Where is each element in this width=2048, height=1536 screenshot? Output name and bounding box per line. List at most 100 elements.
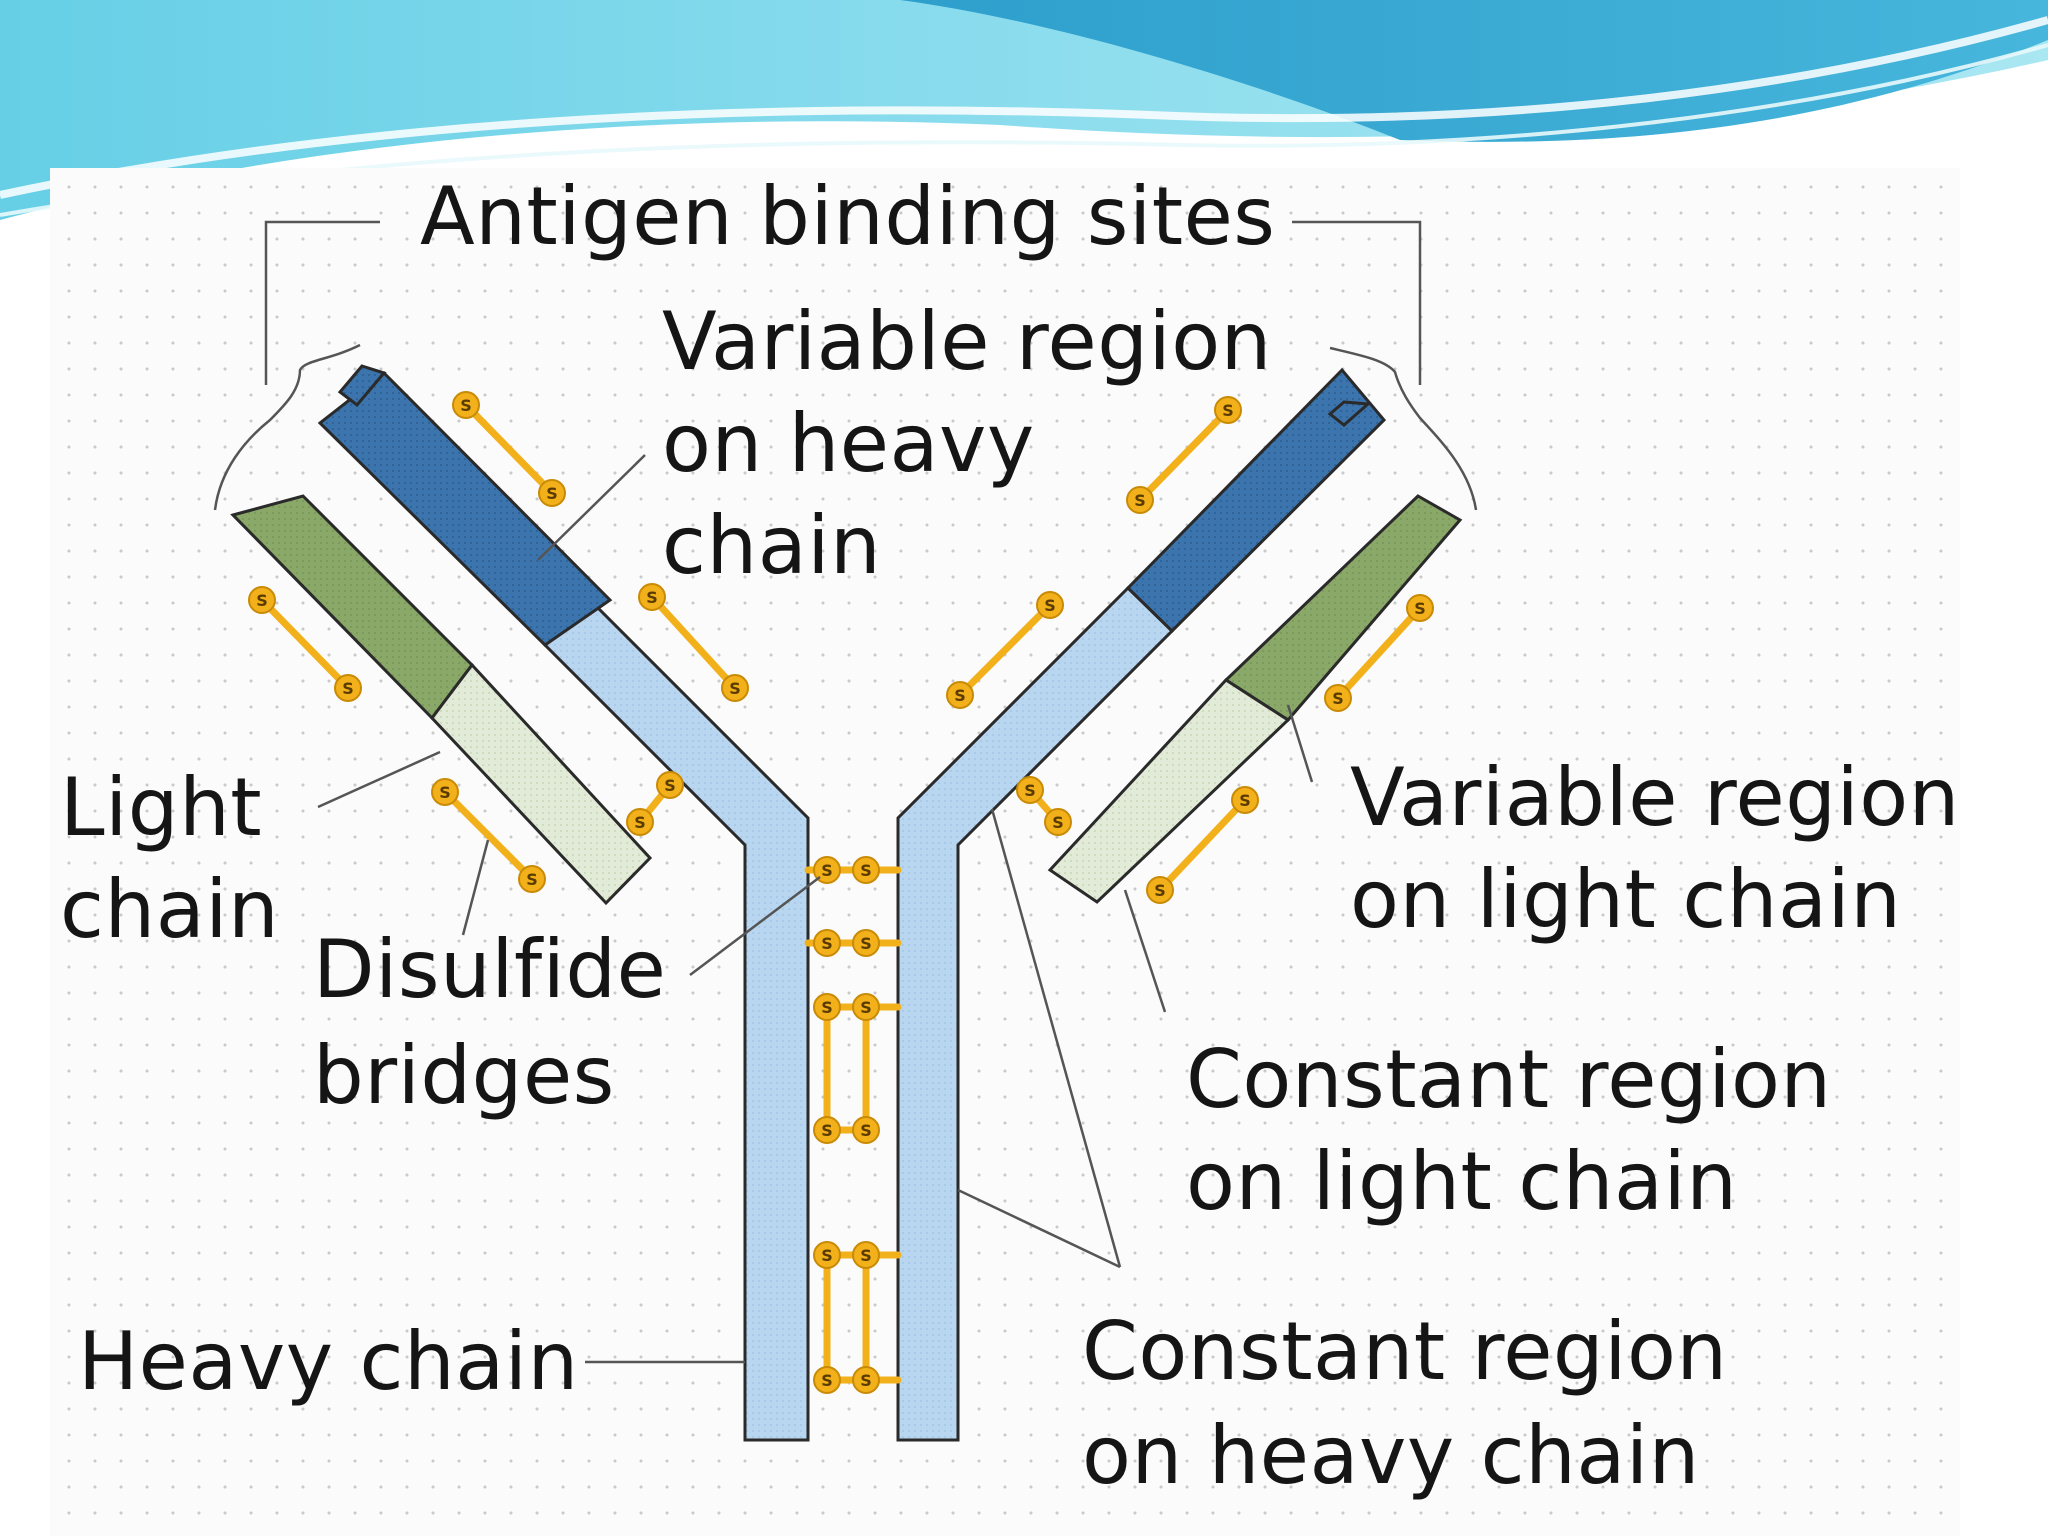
label-line: on light chain: [1186, 1135, 1738, 1228]
label-line: Light: [60, 761, 263, 854]
label-line: on heavy chain: [1082, 1409, 1700, 1502]
sulfur-symbol: S: [860, 998, 872, 1017]
sulfur-symbol: S: [729, 679, 741, 698]
sulfur-symbol: S: [1134, 491, 1146, 510]
heavy-chain-left: [317, 364, 810, 1442]
sulfur-atom: [1044, 808, 1072, 836]
sulfur-atom: [431, 778, 459, 806]
sulfur-atom: [852, 1241, 880, 1269]
sulfur-symbol: S: [634, 813, 646, 832]
sulfur-symbol: S: [1222, 401, 1234, 420]
disulfide-bond: [1156, 796, 1249, 894]
sulfur-atom: [334, 674, 362, 702]
leader-constant-heavy-b: [957, 1188, 1121, 1269]
leader-light-chain: [317, 750, 441, 809]
antigen-bracket-left: [264, 220, 380, 385]
binding-brace-right: [1329, 346, 1478, 511]
sulfur-symbol: S: [860, 861, 872, 880]
sulfur-atom: [813, 929, 841, 957]
label-line: Constant region: [1186, 1033, 1832, 1126]
label-line: on heavy: [662, 397, 1035, 490]
sulfur-symbol: S: [1239, 791, 1251, 810]
disulfide-bond: [956, 601, 1054, 699]
sulfur-symbol: S: [1024, 781, 1036, 800]
leader-variable-light: [1286, 704, 1314, 783]
sulfur-atom: [1146, 876, 1174, 904]
disulfide-bond: [258, 596, 352, 692]
sulfur-symbol: S: [256, 591, 268, 610]
sulfur-symbol: S: [821, 1121, 833, 1140]
label-line: chain: [662, 499, 882, 592]
sulfur-atom: [813, 1366, 841, 1394]
sulfur-atom: [813, 856, 841, 884]
sulfur-symbol: S: [526, 870, 538, 889]
light-chain-right: [1047, 494, 1463, 904]
sulfur-atom: [946, 681, 974, 709]
sulfur-atom: [1036, 591, 1064, 619]
sulfur-symbol: S: [954, 686, 966, 705]
sulfur-symbol: S: [439, 783, 451, 802]
sulfur-symbol: S: [1044, 596, 1056, 615]
disulfide-bond: [1334, 604, 1424, 702]
sulfur-atom: [1214, 396, 1242, 424]
binding-brace-left: [213, 343, 361, 511]
label-line: Disulfide: [313, 923, 667, 1016]
label-line: Variable region: [1350, 751, 1960, 844]
sulfur-symbol: S: [1414, 599, 1426, 618]
label-heavy-chain: Heavy chain: [78, 1315, 579, 1408]
sulfur-atom: [538, 479, 566, 507]
sulfur-symbol: S: [821, 934, 833, 953]
sulfur-atom: [852, 856, 880, 884]
sulfur-atom: [721, 674, 749, 702]
leader-variable-heavy: [537, 454, 646, 561]
label-line: on light chain: [1350, 853, 1902, 946]
sulfur-atom: [813, 1116, 841, 1144]
disulfide-bond: [462, 401, 556, 497]
disulfide-bond: [1136, 406, 1232, 504]
sulfur-atom: [248, 586, 276, 614]
label-line: bridges: [313, 1029, 615, 1122]
sulfur-atom: [638, 583, 666, 611]
sulfur-symbol: S: [546, 484, 558, 503]
sulfur-atom: [518, 865, 546, 893]
sulfur-symbol: S: [342, 679, 354, 698]
disulfide-bond: [648, 593, 739, 692]
sulfur-atom: [852, 993, 880, 1021]
sulfur-atom: [813, 993, 841, 1021]
antigen-bracket-right: [1292, 220, 1422, 385]
sulfur-atom: [452, 391, 480, 419]
sulfur-atom: [656, 771, 684, 799]
sulfur-symbol: S: [860, 1371, 872, 1390]
sulfur-atom: [852, 1366, 880, 1394]
sulfur-atom: [1016, 776, 1044, 804]
leader-constant-heavy-a: [990, 808, 1122, 1268]
leader-lines: [213, 220, 1478, 1364]
leader-disulfide-b: [689, 876, 821, 976]
sulfur-symbol: S: [460, 396, 472, 415]
sulfur-symbol: S: [664, 776, 676, 795]
label-antigen-binding-sites: Antigen binding sites: [420, 170, 1276, 263]
sulfur-symbol: S: [1154, 881, 1166, 900]
sulfur-symbol: S: [860, 1121, 872, 1140]
sulfur-atom: [626, 808, 654, 836]
sulfur-symbol: S: [821, 1371, 833, 1390]
leader-constant-light: [1123, 889, 1167, 1013]
heavy-chain-right: [896, 367, 1387, 1442]
sulfur-atom: [852, 929, 880, 957]
label-line: Variable region: [662, 295, 1272, 388]
label-line: Constant region: [1082, 1305, 1728, 1398]
label-line: chain: [60, 863, 280, 956]
leader-disulfide-a: [461, 839, 490, 936]
sulfur-atom: [1406, 594, 1434, 622]
sulfur-symbol: S: [860, 1246, 872, 1265]
sulfur-symbol: S: [821, 861, 833, 880]
slide-banner: [0, 0, 2048, 220]
light-chain-left: [230, 494, 653, 906]
sulfur-symbol: S: [860, 934, 872, 953]
sulfur-atom: [852, 1116, 880, 1144]
sulfur-atom: [1231, 786, 1259, 814]
sulfur-symbol: S: [646, 588, 658, 607]
sulfur-symbol: S: [821, 998, 833, 1017]
